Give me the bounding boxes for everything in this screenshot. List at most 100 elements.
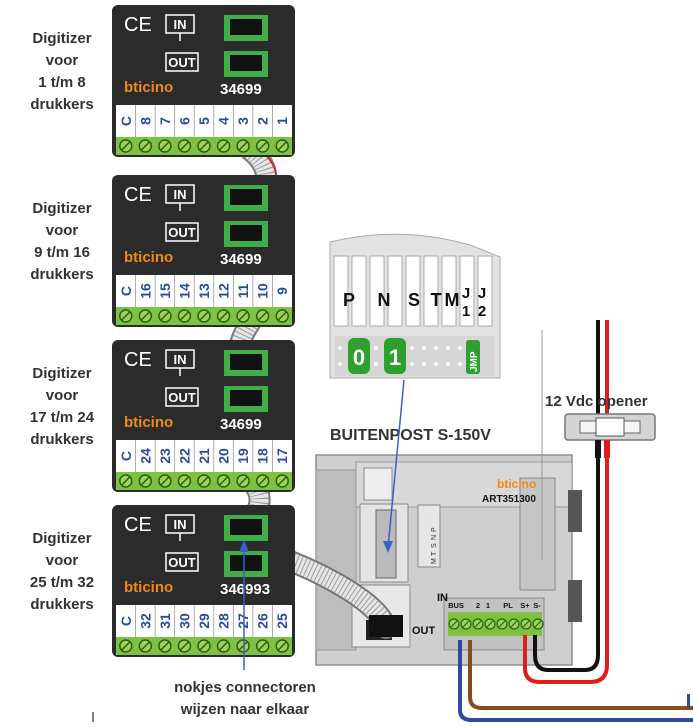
in-connector-socket [230, 19, 262, 35]
bp-terminal-label: S+ [520, 601, 530, 610]
zoom-switch-slot [333, 255, 349, 327]
module-code: 34699 [220, 416, 262, 433]
terminal-label-strip [116, 275, 292, 307]
module-label-line: voor [46, 552, 79, 569]
note-line-2: wijzen naar elkaar [180, 701, 310, 718]
terminal-screw-slot [277, 141, 287, 151]
terminal-label: 11 [235, 283, 251, 298]
terminal-screw-slot [179, 641, 189, 651]
terminal-label: 9 [274, 287, 290, 295]
terminal-label: 1 [274, 117, 290, 125]
terminal-label: 24 [137, 448, 153, 464]
terminal-label: 32 [137, 613, 153, 629]
terminal-screw-slot [179, 476, 189, 486]
zoom-jumper-letter: J [478, 285, 486, 302]
zoom-digit-0: 0 [353, 345, 365, 370]
module-code: 34699 [220, 81, 262, 98]
buitenpost-art-number: ART351300 [482, 494, 536, 505]
module-label-line: 9 t/m 16 [34, 244, 90, 261]
module-label-line: Digitizer [32, 30, 91, 47]
edge-marker [687, 694, 690, 708]
zoom-dot [374, 346, 378, 350]
module-label-line: voor [46, 52, 79, 69]
terminal-label: 18 [255, 448, 271, 464]
in-connector-socket [230, 354, 262, 370]
opener-lead-red [604, 440, 610, 458]
module-label-line: drukkers [30, 596, 93, 613]
terminal-label: 22 [176, 448, 192, 464]
zoom-led-dots [338, 346, 462, 366]
module-label-line: voor [46, 222, 79, 239]
in-connector-socket [230, 189, 262, 205]
terminal-screw-slot [219, 311, 229, 321]
terminal-label: 23 [157, 448, 173, 464]
module-label-line: voor [46, 387, 79, 404]
terminal-screw-slot [238, 141, 248, 151]
zoom-dot [410, 346, 414, 350]
ribbon-end-connector [369, 615, 403, 637]
opener-lead-black [595, 440, 601, 458]
zoom-dot [446, 346, 450, 350]
terminal-screw-slot [140, 641, 150, 651]
ce-mark: CE [124, 14, 152, 36]
buitenpost-window [363, 467, 393, 501]
terminal-label: 27 [235, 613, 251, 629]
zoom-dot [434, 362, 438, 366]
terminal-screw-slot [277, 476, 287, 486]
wire-blue-bus [458, 640, 693, 722]
module-label-line: Digitizer [32, 200, 91, 217]
in-label: IN [174, 517, 187, 532]
zoom-jumper-num: 1 [462, 303, 470, 320]
zoom-dot [410, 362, 414, 366]
terminal-label: 20 [216, 448, 232, 464]
module-code: 34699 [220, 251, 262, 268]
terminal-label: 10 [255, 283, 271, 299]
brand-logo: bticino [124, 579, 173, 596]
bp-screw-slot [534, 620, 542, 628]
terminal-screw-slot [160, 141, 170, 151]
zoom-dot [338, 362, 342, 366]
bp-terminal-label: BUS [448, 601, 464, 610]
bp-screw-slot [450, 620, 458, 628]
in-connector-socket [230, 519, 262, 535]
terminal-screw-slot [160, 476, 170, 486]
terminal-screw-slot [277, 311, 287, 321]
zoom-letter: N [378, 290, 391, 310]
terminal-screw-slot [238, 476, 248, 486]
terminal-screw-slot [179, 141, 189, 151]
ce-mark: CE [124, 514, 152, 536]
terminal-screw-slot [277, 641, 287, 651]
zoom-letter: T [431, 290, 442, 310]
out-box [165, 52, 199, 72]
zoom-dot [422, 362, 426, 366]
note-pointer-arrow [239, 540, 249, 552]
out-box [165, 387, 199, 407]
terminal-screw-slot [199, 641, 209, 651]
zoom-switch-1 [384, 338, 406, 374]
bp-screw-slot [486, 620, 494, 628]
bp-dip-label: S [431, 543, 438, 548]
terminal-screw-slot [238, 311, 248, 321]
terminal-label: 25 [274, 613, 290, 629]
buitenpost-dip-block [417, 504, 441, 568]
buitenpost-brand-logo: bticino [497, 477, 536, 491]
terminal-label: 6 [176, 117, 192, 125]
terminal-label-strip [116, 105, 292, 137]
out-connector-socket [230, 225, 262, 241]
out-box [165, 222, 199, 242]
buitenpost-side-rail [315, 469, 357, 651]
out-connector-socket [230, 390, 262, 406]
terminal-screw-slot [160, 311, 170, 321]
bp-terminal-label: PL [503, 601, 513, 610]
zoom-dot [458, 362, 462, 366]
zoom-switch-slot [387, 255, 403, 327]
zoom-dot [446, 362, 450, 366]
terminal-screw-slot [199, 311, 209, 321]
terminal-screw-slot [258, 311, 268, 321]
